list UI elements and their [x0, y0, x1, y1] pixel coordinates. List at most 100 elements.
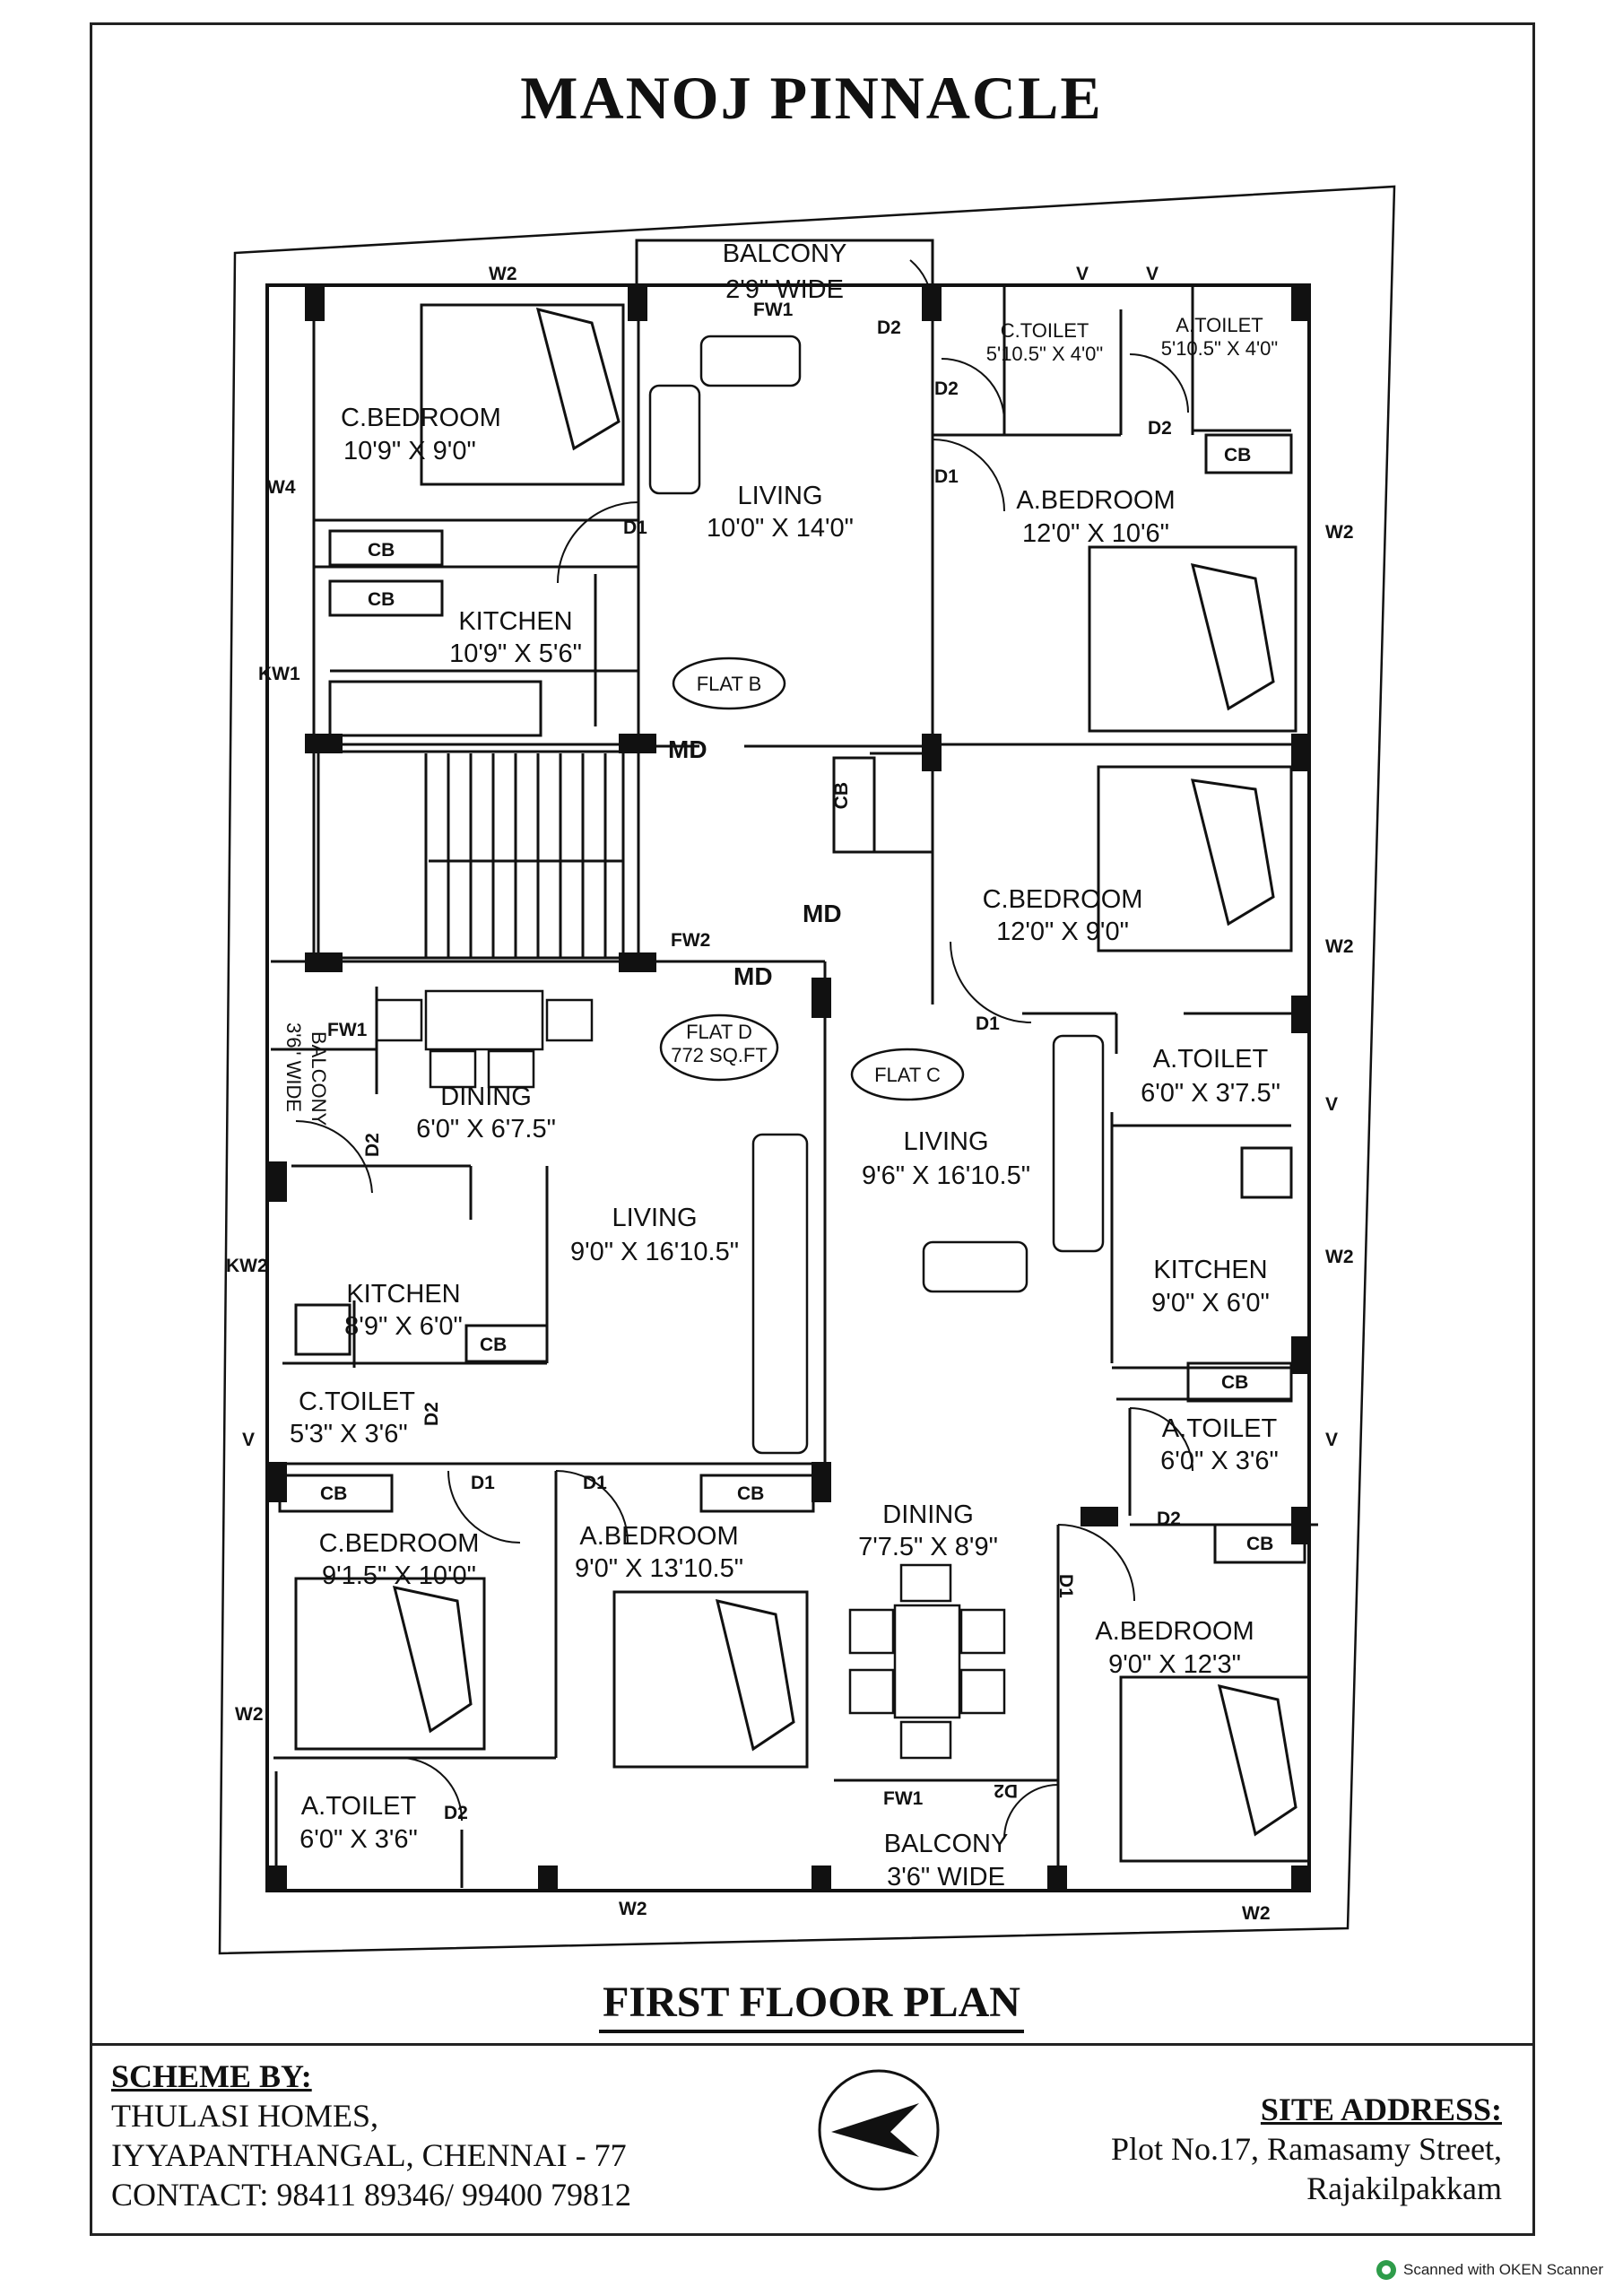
tag-cb-6: CB: [1246, 1534, 1273, 1554]
flat-b-ellipse: [672, 657, 786, 710]
kitchen-counter-b: [328, 680, 542, 737]
site-address-heading: SITE ADDRESS:: [1260, 2092, 1502, 2127]
scheme-block: THULASI HOMES, IYYAPANTHANGAL, CHENNAI -…: [111, 2096, 631, 2214]
label-kitchen-d: KITCHEN: [346, 1280, 460, 1309]
cb-c-1: [832, 756, 876, 854]
size-living-b: 10'0" X 14'0": [707, 514, 854, 543]
tag-cb-3: CB: [1224, 445, 1251, 465]
tag-w2-1: W2: [489, 264, 517, 284]
size-balcony-top: 2'9" WIDE: [725, 275, 844, 304]
tag-v-4: V: [1325, 1430, 1338, 1450]
cb-b-2: [328, 579, 444, 617]
scheme-company: THULASI HOMES,: [111, 2098, 379, 2134]
scanner-logo-icon: [1376, 2260, 1396, 2280]
size-c-toilet-b: 5'10.5" X 4'0": [986, 343, 1103, 365]
size-a-toilet-d: 6'0" X 3'6": [299, 1825, 418, 1854]
outer-wall: [265, 283, 1311, 1892]
site-address-block: Plot No.17, Ramasamy Street, Rajakilpakk…: [1111, 2129, 1502, 2208]
flat-d-ellipse: [659, 1013, 779, 1082]
size-a-toilet-c1: 6'0" X 3'7.5": [1141, 1079, 1280, 1108]
tag-v-2: V: [1146, 264, 1159, 284]
tag-fw1-bottom: FW1: [883, 1788, 924, 1809]
tag-w2-2: W2: [1325, 522, 1354, 543]
scheme-contact: CONTACT: 98411 89346/ 99400 79812: [111, 2177, 631, 2213]
tag-v-1: V: [1076, 264, 1089, 284]
tag-d1-5: D1: [583, 1473, 607, 1493]
project-title: MANOJ PINNACLE: [520, 64, 1103, 132]
label-balcony-bottom: BALCONY: [884, 1830, 1009, 1858]
label-a-toilet-b: A.TOILET: [1176, 314, 1263, 336]
label-a-toilet-c1: A.TOILET: [1153, 1045, 1269, 1074]
tag-fw1-d: FW1: [327, 1020, 368, 1040]
sofa-living-c: [922, 1034, 1105, 1293]
drawing-frame: [90, 22, 1535, 2236]
size-living-c: 9'6" X 16'10.5": [862, 1161, 1030, 1190]
label-living-b: LIVING: [737, 482, 822, 510]
flat-d-area: 772 SQ.FT: [671, 1044, 768, 1066]
label-balcony-top: BALCONY: [723, 239, 847, 268]
label-c-bedroom-c: C.BEDROOM: [983, 885, 1143, 914]
dining-table-c: [848, 1563, 1006, 1760]
label-c-toilet-b: C.TOILET: [1001, 319, 1089, 342]
bed-c-bedroom-b: [420, 303, 625, 486]
size-a-bedroom-b: 12'0" X 10'6": [1022, 519, 1169, 548]
size-balcony-bottom: 3'6" WIDE: [887, 1863, 1005, 1892]
label-c-toilet-d: C.TOILET: [299, 1387, 415, 1416]
size-a-bedroom-c: 9'0" X 12'3": [1108, 1650, 1241, 1679]
north-arrow-icon: [818, 2069, 940, 2191]
tag-w2-5: W2: [235, 1704, 264, 1725]
tag-cb-2: CB: [368, 589, 395, 610]
size-dining-d: 6'0" X 6'7.5": [416, 1115, 556, 1144]
label-dining-c: DINING: [882, 1500, 974, 1529]
size-living-d: 9'0" X 16'10.5": [570, 1238, 739, 1266]
sofa-living-d: [751, 1133, 809, 1455]
staircase: [317, 750, 625, 960]
size-c-bedroom-d: 9'1.5" X 10'0": [322, 1561, 476, 1590]
tag-w2-4: W2: [1325, 1247, 1354, 1267]
tag-v-3: V: [1325, 1094, 1338, 1115]
door-swings: [295, 259, 1193, 1839]
cb-d-1: [464, 1324, 549, 1363]
scheme-location: IYYAPANTHANGAL, CHENNAI - 77: [111, 2137, 627, 2173]
tag-d1-6: D1: [1055, 1574, 1076, 1598]
size-c-bedroom-b: 10'9" X 9'0": [343, 437, 476, 465]
size-a-toilet-c2: 6'0" X 3'6": [1160, 1447, 1279, 1475]
tag-fw2: FW2: [671, 930, 710, 951]
size-kitchen-b: 10'9" X 5'6": [449, 639, 582, 668]
label-c-bedroom-d: C.BEDROOM: [319, 1529, 480, 1558]
label-balcony-d: BALCONY: [308, 1031, 330, 1126]
size-kitchen-d: 8'9" X 6'0": [344, 1312, 463, 1341]
tag-v-5: V: [242, 1430, 255, 1450]
size-a-toilet-b: 5'10.5" X 4'0": [1161, 337, 1278, 360]
label-living-d: LIVING: [612, 1204, 697, 1232]
balcony-top-outline: [635, 239, 934, 285]
tag-d2-5: D2: [421, 1402, 442, 1426]
bed-a-bedroom-d: [612, 1590, 809, 1769]
tag-cb-8: CB: [320, 1483, 347, 1504]
scheme-heading: SCHEME BY:: [111, 2058, 312, 2094]
tag-d2-4: D2: [362, 1133, 383, 1157]
sofa-living-b: [648, 335, 802, 495]
size-c-bedroom-c: 12'0" X 9'0": [996, 918, 1129, 946]
tag-cb-9: CB: [737, 1483, 764, 1504]
size-dining-c: 7'7.5" X 8'9": [858, 1533, 998, 1561]
tag-kw2: KW2: [226, 1256, 268, 1276]
flat-c-tag: FLAT C: [874, 1064, 941, 1086]
tag-w2-7: W2: [1242, 1903, 1271, 1924]
flat-d-tag: FLAT D: [686, 1021, 752, 1043]
tag-cb-1: CB: [368, 540, 395, 561]
md-flat-c: MD: [803, 900, 842, 927]
tag-d1-4: D1: [471, 1473, 495, 1493]
tag-cb-5: CB: [1221, 1372, 1248, 1393]
cb-c-2: [1186, 1361, 1293, 1403]
tag-d1-1: D1: [623, 517, 647, 538]
floor-plan-title: FIRST FLOOR PLAN: [0, 1978, 1623, 2033]
tag-cb-7: CB: [480, 1335, 507, 1355]
label-living-c: LIVING: [903, 1127, 988, 1156]
label-kitchen-c: KITCHEN: [1153, 1256, 1267, 1284]
site-address-locality: Rajakilpakkam: [1306, 2170, 1502, 2206]
tag-cb-4: CB: [831, 782, 852, 809]
floor-plan: BALCONY 2'9" WIDE C.BEDROOM 10'9" X 9'0"…: [218, 185, 1396, 1955]
tag-d2-1: D2: [877, 317, 901, 338]
columns: [267, 283, 1311, 1891]
